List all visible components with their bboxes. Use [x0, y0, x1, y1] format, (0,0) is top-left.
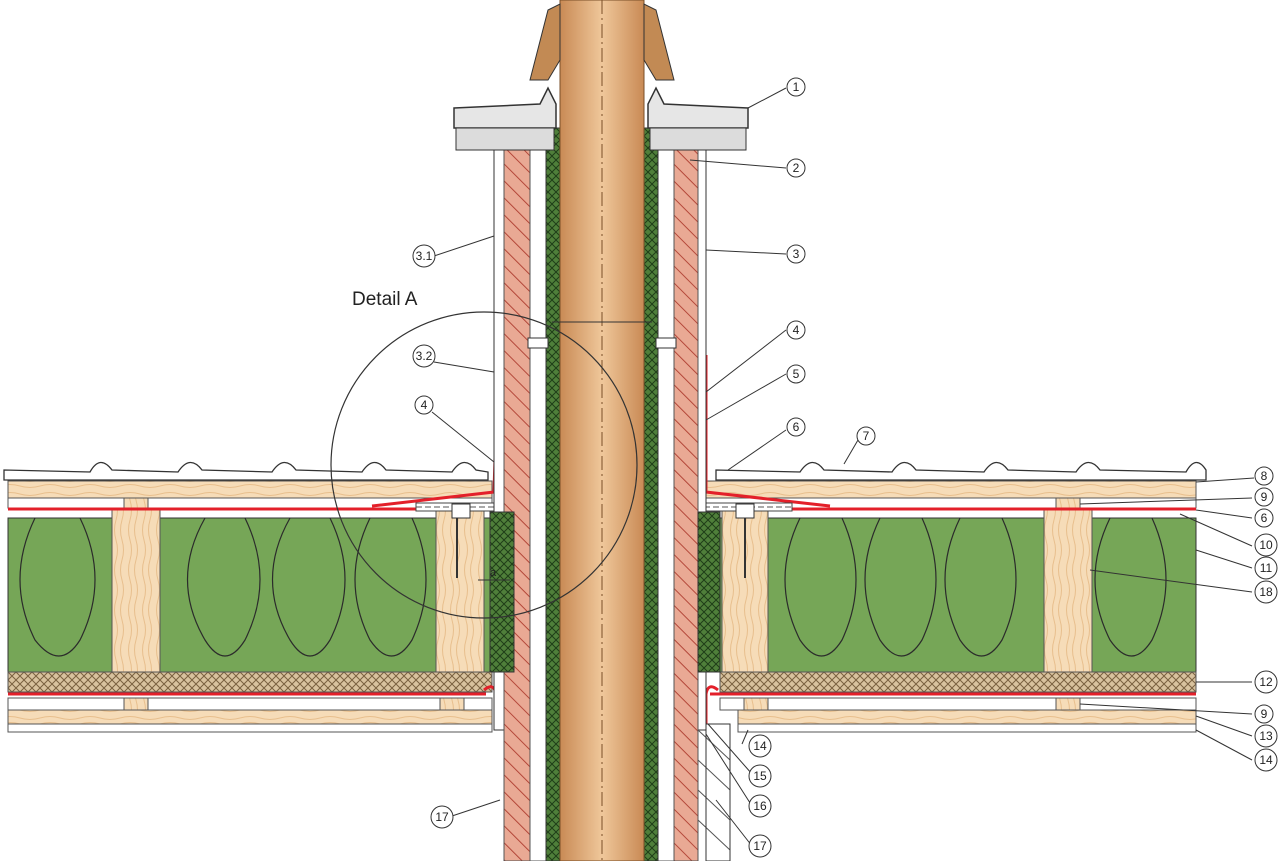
svg-text:9: 9 — [1261, 707, 1268, 721]
svg-text:13: 13 — [1259, 729, 1273, 743]
svg-text:12: 12 — [1259, 675, 1273, 689]
callout-1: 1 — [786, 77, 806, 97]
callout-11: 11 — [1254, 556, 1278, 580]
callout-17-right: 17 — [748, 834, 772, 858]
svg-text:9: 9 — [1261, 490, 1268, 504]
lower-layers — [7, 671, 1197, 733]
svg-text:5: 5 — [793, 367, 800, 381]
callout-10: 10 — [1254, 533, 1278, 557]
callout-13: 13 — [1254, 724, 1278, 748]
callout-5: 5 — [786, 364, 806, 384]
svg-text:15: 15 — [753, 769, 767, 783]
callout-14-outer: 14 — [1254, 748, 1278, 772]
svg-text:8: 8 — [1261, 469, 1268, 483]
callout-8: 8 — [1254, 466, 1274, 486]
svg-text:17: 17 — [435, 810, 449, 824]
roof-tiles — [3, 461, 1207, 481]
svg-text:10: 10 — [1259, 538, 1273, 552]
svg-text:17: 17 — [753, 839, 767, 853]
svg-text:2: 2 — [793, 161, 800, 175]
callout-15: 15 — [748, 764, 772, 788]
callout-9-upper: 9 — [1254, 487, 1274, 507]
callout-4-left: 4 — [414, 395, 434, 415]
detail-a-circle — [330, 311, 638, 619]
callout-18: 18 — [1254, 580, 1278, 604]
callout-6-upper: 6 — [786, 417, 806, 437]
dimension-a: a — [478, 567, 510, 581]
callout-3-2: 3.2 — [412, 344, 436, 368]
svg-text:7: 7 — [863, 429, 870, 443]
callout-17-left: 17 — [430, 805, 454, 829]
callout-4-right: 4 — [786, 320, 806, 340]
svg-text:11: 11 — [1260, 561, 1273, 575]
svg-text:a: a — [490, 567, 497, 579]
chimney-cap — [453, 3, 749, 151]
svg-text:14: 14 — [1259, 753, 1273, 767]
svg-text:18: 18 — [1259, 585, 1273, 599]
svg-text:4: 4 — [793, 323, 800, 337]
svg-text:1: 1 — [793, 80, 800, 94]
svg-text:3: 3 — [793, 247, 800, 261]
insulation-left — [7, 517, 493, 673]
svg-text:6: 6 — [1261, 511, 1268, 525]
callout-6-lower: 6 — [1254, 508, 1274, 528]
callout-2: 2 — [786, 158, 806, 178]
svg-text:3.2: 3.2 — [416, 349, 433, 363]
upper-boarding — [7, 480, 1197, 509]
insulation-right — [719, 517, 1197, 673]
svg-text:3.1: 3.1 — [416, 249, 433, 263]
svg-text:14: 14 — [753, 739, 767, 753]
detail-a-label: Detail A — [352, 289, 418, 310]
callout-3-1: 3.1 — [412, 244, 436, 268]
callout-12: 12 — [1254, 670, 1278, 694]
callout-7: 7 — [856, 426, 876, 446]
svg-text:6: 6 — [793, 420, 800, 434]
callout-14-inner: 14 — [748, 734, 772, 758]
svg-text:16: 16 — [753, 799, 767, 813]
callout-16: 16 — [748, 794, 772, 818]
callout-3: 3 — [786, 244, 806, 264]
svg-text:4: 4 — [421, 398, 428, 412]
callout-9-lower: 9 — [1254, 704, 1274, 724]
leader-lines — [431, 87, 1255, 847]
